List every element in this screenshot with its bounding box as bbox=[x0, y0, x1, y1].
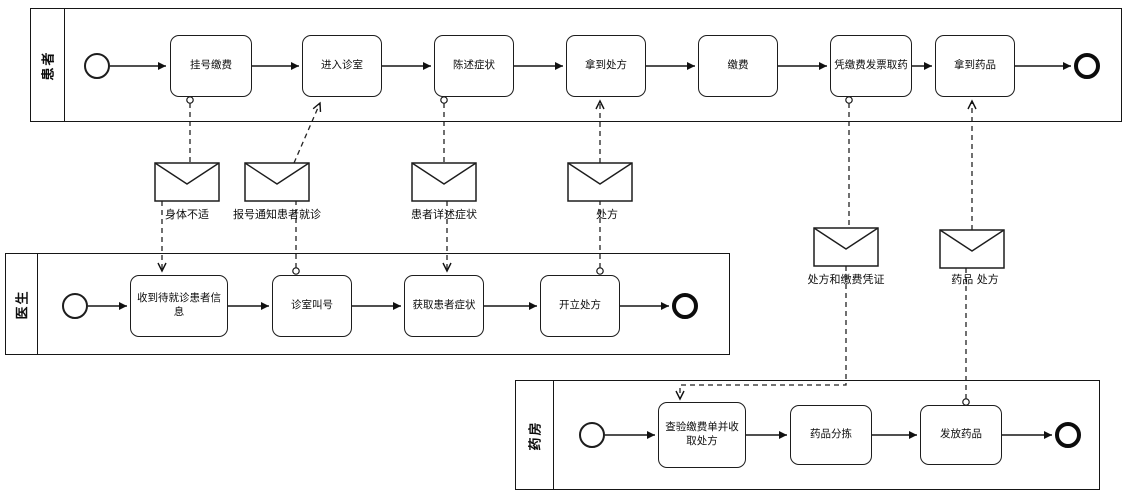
envelope-medicine-icon[interactable] bbox=[939, 229, 1005, 269]
lane-doctor: 医生 bbox=[5, 253, 730, 355]
lane-patient: 患者 bbox=[30, 8, 1122, 122]
end-event-pharmacy[interactable] bbox=[1055, 422, 1081, 448]
envelope-symptom-detail-icon[interactable] bbox=[411, 162, 477, 202]
task-issue-prescription[interactable]: 开立处方 bbox=[540, 275, 620, 337]
message-label-symptom-detail: 患者详述症状 bbox=[411, 208, 477, 221]
message-label-prescription: 处方 bbox=[596, 208, 618, 221]
task-enter-consulting-room[interactable]: 进入诊室 bbox=[302, 35, 382, 97]
task-receive-patient-info[interactable]: 收到待就诊患者信息 bbox=[130, 275, 228, 337]
message-label-medicine: 药品 处方 bbox=[951, 273, 999, 286]
task-check-payment-collect-prescription[interactable]: 查验缴费单并收取处方 bbox=[658, 402, 746, 468]
task-dispense-medicine[interactable]: 发放药品 bbox=[920, 405, 1002, 465]
lane-doctor-label: 医生 bbox=[6, 254, 38, 354]
end-event-doctor[interactable] bbox=[672, 293, 698, 319]
end-event-patient[interactable] bbox=[1074, 53, 1100, 79]
lane-pharmacy-label-text: 药房 bbox=[528, 419, 544, 451]
lane-doctor-label-text: 医生 bbox=[15, 288, 31, 320]
task-pay-fee[interactable]: 缴费 bbox=[698, 35, 778, 97]
task-get-medicine-with-invoice[interactable]: 凭缴费发票取药 bbox=[830, 35, 912, 97]
task-sort-medicine[interactable]: 药品分拣 bbox=[790, 405, 872, 465]
start-event-pharmacy[interactable] bbox=[579, 422, 605, 448]
message-label-call-number: 报号通知患者就诊 bbox=[233, 208, 321, 221]
lane-patient-label-text: 患者 bbox=[41, 49, 57, 81]
task-register-and-pay[interactable]: 挂号缴费 bbox=[170, 35, 252, 97]
start-event-patient[interactable] bbox=[84, 53, 110, 79]
task-get-prescription[interactable]: 拿到处方 bbox=[566, 35, 646, 97]
message-flows bbox=[157, 96, 977, 406]
task-receive-medicine[interactable]: 拿到药品 bbox=[935, 35, 1015, 97]
lane-patient-label: 患者 bbox=[31, 9, 65, 121]
envelope-prescription-receipt-icon[interactable] bbox=[813, 227, 879, 267]
message-label-prescription-receipt: 处方和缴费凭证 bbox=[807, 273, 885, 286]
task-call-patient-number[interactable]: 诊室叫号 bbox=[272, 275, 352, 337]
envelope-discomfort-icon[interactable] bbox=[154, 162, 220, 202]
sequence-flows bbox=[88, 62, 1071, 439]
task-state-symptoms[interactable]: 陈述症状 bbox=[434, 35, 514, 97]
start-event-doctor[interactable] bbox=[62, 293, 88, 319]
lane-pharmacy: 药房 bbox=[515, 380, 1100, 490]
envelope-call-number-icon[interactable] bbox=[244, 162, 310, 202]
message-label-discomfort: 身体不适 bbox=[165, 208, 209, 221]
lane-pharmacy-label: 药房 bbox=[516, 381, 554, 489]
envelope-prescription-icon[interactable] bbox=[567, 162, 633, 202]
task-get-patient-symptoms[interactable]: 获取患者症状 bbox=[404, 275, 484, 337]
